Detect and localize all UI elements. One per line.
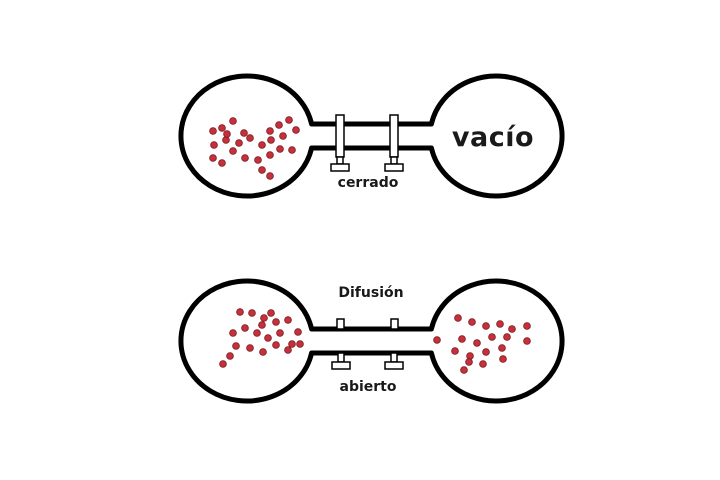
gas-molecule [218,159,226,167]
gas-molecule [258,166,266,174]
gas-molecule [473,339,481,347]
gas-molecule [241,154,249,162]
gas-molecule [248,309,256,317]
gas-molecule [226,352,234,360]
gas-molecule [276,145,284,153]
gas-molecule [523,322,531,330]
gas-molecule [260,314,268,322]
gas-molecule [229,329,237,337]
gas-molecule [496,320,504,328]
gas-molecule [229,117,237,125]
gas-molecule [272,341,280,349]
gas-molecule [279,132,287,140]
gas-molecule [240,129,248,137]
gas-molecule [433,336,441,344]
gas-molecule [246,134,254,142]
gas-molecule [458,335,466,343]
gas-molecule [498,344,506,352]
gas-molecule [266,127,274,135]
gas-molecule [254,156,262,164]
gas-molecule [258,141,266,149]
bottom-left-flask-molecules [219,308,304,368]
top-valve-1 [330,114,350,172]
gas-molecule [258,321,266,329]
gas-molecule [288,146,296,154]
gas-molecule [292,126,300,134]
gas-molecule [209,127,217,135]
gas-molecule [241,324,249,332]
gas-molecule [454,314,462,322]
gas-molecule [235,139,243,147]
top-valve-label: cerrado [338,175,399,191]
gas-molecule [210,141,218,149]
gas-molecule [451,347,459,355]
bottom-apparatus: Difusión abierto [178,278,565,404]
gas-molecule [246,344,254,352]
gas-molecule [465,358,473,366]
top-valve-2 [384,114,404,172]
top-apparatus: cerrado vacío [178,73,565,199]
gas-molecule [272,318,280,326]
gas-molecule [460,366,468,374]
gas-molecule [499,355,507,363]
gas-molecule [219,360,227,368]
bottom-valve-label: abierto [340,379,397,395]
gas-molecule [267,136,275,144]
top-left-flask-molecules [209,116,300,180]
gas-molecule [275,121,283,129]
top-right-flask-label: vacío [452,122,534,153]
gas-molecule [223,130,231,138]
gas-molecule [229,147,237,155]
gas-molecule [209,154,217,162]
bottom-valve-2 [384,318,404,370]
gas-molecule [479,360,487,368]
gas-molecule [253,329,261,337]
gas-molecule [266,172,274,180]
gas-molecule [503,333,511,341]
bottom-right-flask-molecules [433,314,531,374]
bottom-valve-1 [331,318,351,370]
gas-molecule [232,342,240,350]
gas-molecule [482,322,490,330]
gas-molecule [264,334,272,342]
gas-molecule [468,318,476,326]
gas-molecule [285,116,293,124]
gas-molecule [236,308,244,316]
gas-molecule [284,316,292,324]
gas-molecule [218,124,226,132]
gas-molecule [267,309,275,317]
gas-molecule [266,151,274,159]
gas-molecule [284,346,292,354]
gas-molecule [482,348,490,356]
top-apparatus-outline [178,73,565,199]
gas-molecule [259,348,267,356]
gas-molecule [276,329,284,337]
gas-molecule [294,328,302,336]
gas-molecule [523,337,531,345]
gas-molecule [488,333,496,341]
gas-molecule [508,325,516,333]
gas-molecule [288,340,296,348]
bottom-title: Difusión [338,285,403,301]
gas-molecule [296,340,304,348]
